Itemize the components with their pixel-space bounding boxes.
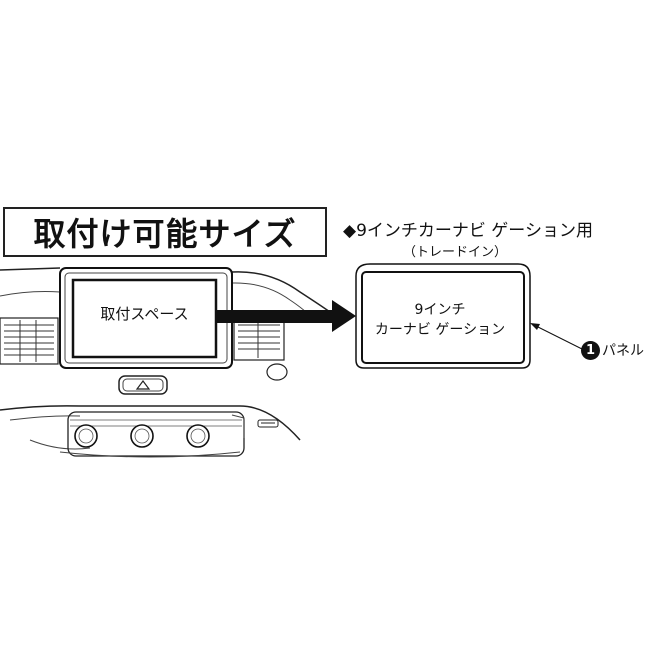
climate-knob-center	[130, 424, 154, 448]
usb-slot	[257, 419, 279, 428]
right-air-vent	[233, 317, 285, 361]
climate-knob-left	[74, 424, 98, 448]
mounting-space-label: 取付スペース	[100, 305, 189, 323]
navigation-heading: ◆9インチカーナビ ゲーション用	[343, 221, 593, 241]
direction-arrow	[216, 300, 356, 332]
navigation-label-line2: カーナビ ゲーション	[374, 322, 506, 338]
navigation-panel	[355, 263, 531, 369]
climate-control-panel	[67, 411, 245, 457]
navigation-label: 9インチ カーナビ ゲーション	[358, 300, 522, 340]
left-air-vent	[0, 317, 59, 365]
page-title: 取付け可能サイズ	[33, 215, 297, 253]
callout-label: パネル	[602, 343, 644, 359]
climate-knob-right	[186, 424, 210, 448]
callout-number-badge: 1	[581, 340, 600, 360]
panel-callout: 1 パネル	[581, 340, 644, 360]
hazard-button	[118, 375, 168, 395]
title-box: 取付け可能サイズ	[3, 207, 327, 257]
hazard-triangle-icon	[135, 380, 151, 390]
side-switch	[266, 363, 288, 381]
navigation-label-line1: 9インチ	[414, 302, 466, 318]
navigation-subheading: （トレードイン）	[403, 245, 508, 260]
panel-callout-leader	[530, 323, 583, 350]
dashboard-top-outline	[0, 267, 61, 271]
